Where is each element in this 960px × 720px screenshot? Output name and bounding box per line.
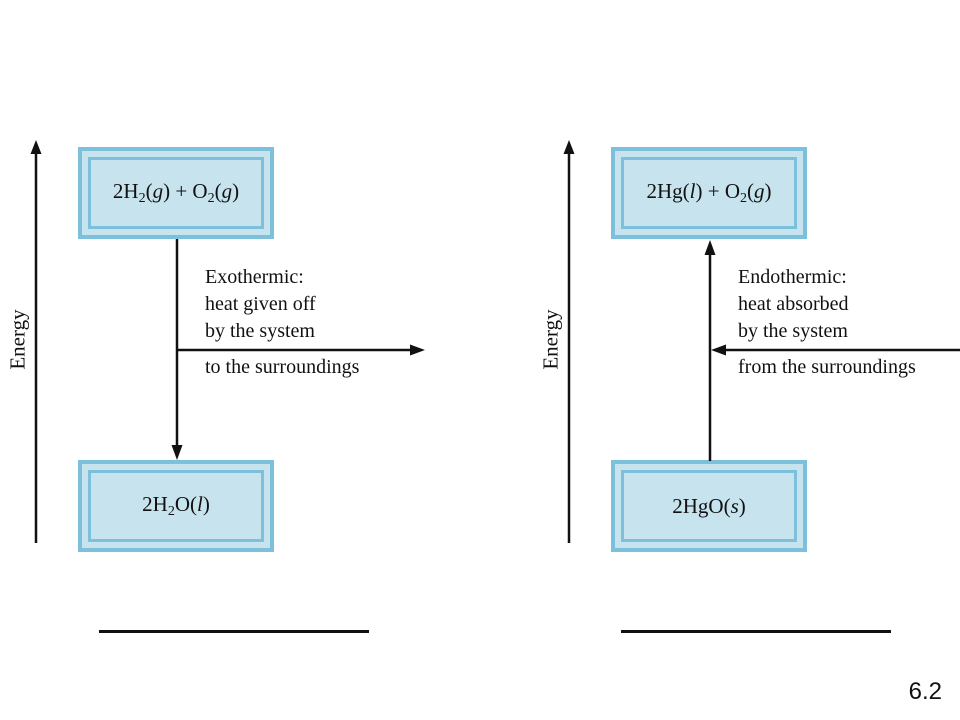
endothermic-caption: Endothermic: heat absorbed by the system xyxy=(738,264,849,345)
reactants-formula: 2HgO(s) xyxy=(672,493,746,518)
products-formula: 2H2O(l) xyxy=(142,492,210,519)
reactants-formula: 2H2(g) + O2(g) xyxy=(112,179,240,206)
heat-out-arrow xyxy=(176,344,425,356)
caption-line: heat absorbed xyxy=(738,293,849,315)
energy-axis-label: Energy xyxy=(5,309,30,370)
caption-line: Endothermic: xyxy=(738,266,847,288)
products-box: 2H2O(l) xyxy=(78,460,274,552)
exothermic-caption: Exothermic: heat given off by the system xyxy=(205,264,316,345)
products-box: 2Hg(l) + O2(g) xyxy=(611,147,807,239)
exothermic-caption-below: to the surroundings xyxy=(205,356,360,378)
energy-axis-arrow xyxy=(563,140,575,543)
energy-decrease-arrow xyxy=(171,239,183,460)
heat-in-arrow xyxy=(711,344,960,356)
energy-axis-label: Energy xyxy=(538,309,563,370)
caption-line: by the system xyxy=(205,320,315,342)
endothermic-caption-below: from the surroundings xyxy=(738,356,916,378)
caption-line: heat given off xyxy=(205,293,316,315)
answer-blank-line xyxy=(99,630,369,633)
reactants-box: 2H2(g) + O2(g) xyxy=(78,147,274,239)
energy-increase-arrow xyxy=(704,240,716,461)
caption-line: Exothermic: xyxy=(205,266,304,288)
energy-axis-arrow xyxy=(30,140,42,543)
answer-blank-line xyxy=(621,630,891,633)
reactants-box: 2HgO(s) xyxy=(611,460,807,552)
caption-line: by the system xyxy=(738,320,848,342)
products-formula: 2Hg(l) + O2(g) xyxy=(646,179,772,206)
slide-number: 6.2 xyxy=(908,678,942,705)
